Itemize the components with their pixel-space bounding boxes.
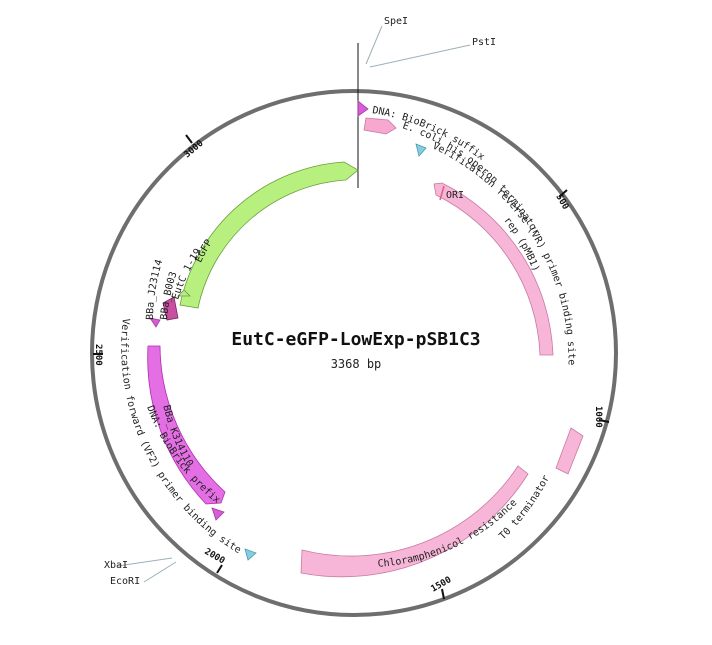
feature-bba-b0034 xyxy=(162,296,179,321)
tick-label-2500: 2500 xyxy=(93,344,103,366)
tick-mark-3000 xyxy=(185,134,193,144)
tick-label-1000: 1000 xyxy=(593,406,603,428)
feature-egfp xyxy=(179,161,359,309)
tick-mark-2000 xyxy=(216,564,223,574)
feature-biobrick-suffix xyxy=(357,100,369,117)
tick-mark-500 xyxy=(558,189,568,198)
spei-leader xyxy=(365,25,383,65)
feature-bba-j23114 xyxy=(149,317,161,328)
backbone-circle xyxy=(90,89,618,617)
tick-mark-1000 xyxy=(598,419,610,423)
label-ori: ORI xyxy=(446,190,464,201)
feature-chloramphenicol-resistance xyxy=(300,465,529,578)
feature-rep-pmb1 xyxy=(433,182,554,356)
feature-t0-terminator xyxy=(555,427,584,475)
ecori-leader xyxy=(143,561,177,583)
tick-marks xyxy=(93,134,610,600)
site-labels: SpeI PstI XbaI EcoRI xyxy=(104,16,496,587)
feature-bba-k314110 xyxy=(147,345,226,505)
tick-label-2000: 2000 xyxy=(203,547,227,567)
feature-vr-primer xyxy=(415,143,427,157)
plasmid-length: 3368 bp xyxy=(331,357,382,371)
site-label-ecori: EcoRI xyxy=(110,576,140,587)
feature-eutc xyxy=(177,289,191,297)
site-label-xbai: XbaI xyxy=(104,560,128,571)
feature-biobrick-prefix xyxy=(211,507,225,521)
tick-label-500: 500 xyxy=(553,193,570,212)
xbai-leader xyxy=(117,557,173,567)
feature-vf2-primer xyxy=(244,548,257,561)
feature-his-terminator xyxy=(363,117,397,135)
tick-label-1500: 1500 xyxy=(430,575,454,595)
tick-mark-1500 xyxy=(441,588,445,600)
site-label-spei: SpeI xyxy=(384,16,408,27)
plasmid-name: EutC-eGFP-LowExp-pSB1C3 xyxy=(231,329,480,350)
features xyxy=(147,100,584,578)
psti-leader xyxy=(369,44,471,68)
feature-ori xyxy=(439,185,445,201)
feature-labels: EGFP rep (pMB1) Chloramphenicol resistan… xyxy=(0,0,577,570)
site-leaders xyxy=(117,25,471,583)
site-label-psti: PstI xyxy=(472,37,496,48)
